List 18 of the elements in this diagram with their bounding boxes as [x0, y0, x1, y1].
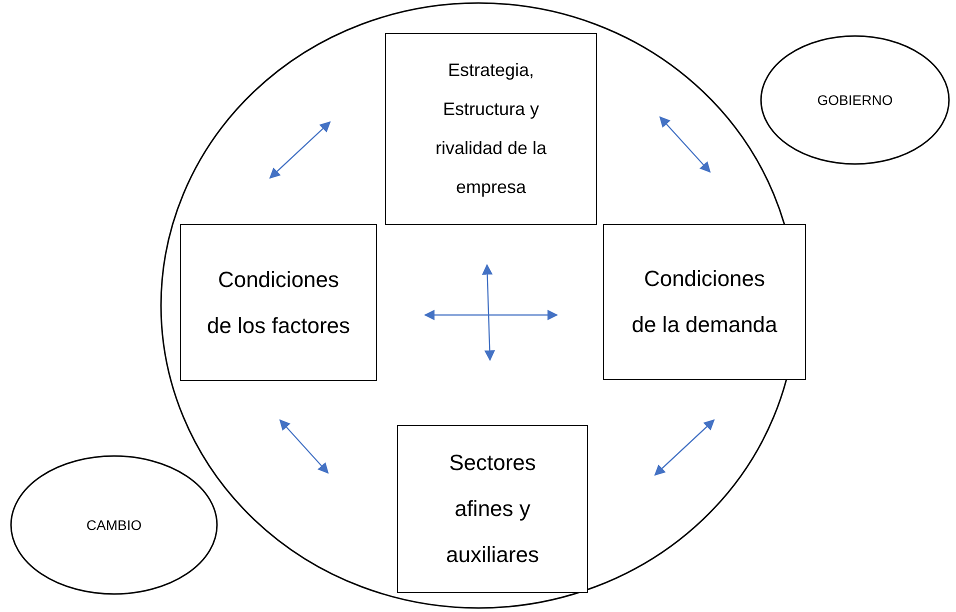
double-arrow [269, 121, 331, 179]
ellipse-node [760, 35, 950, 165]
double-arrow [482, 264, 496, 362]
double-arrow [424, 310, 558, 320]
process-box [397, 425, 588, 593]
node-label: Condiciones de los factores [206, 266, 352, 340]
ellipse-node [10, 455, 218, 595]
double-arrow [659, 116, 711, 173]
process-box [180, 224, 377, 381]
node-label: Estrategia, Estructura y rivalidad de la empresa [434, 59, 548, 199]
double-arrow [279, 419, 329, 474]
node-label: Condiciones de la demanda [630, 265, 778, 339]
node-label: Sectores afines y auxiliares [445, 449, 540, 569]
node-label: GOBIERNO [817, 90, 893, 110]
process-box [385, 33, 597, 225]
double-arrow [654, 419, 715, 476]
process-box [603, 224, 806, 380]
node-label: CAMBIO [86, 516, 142, 534]
